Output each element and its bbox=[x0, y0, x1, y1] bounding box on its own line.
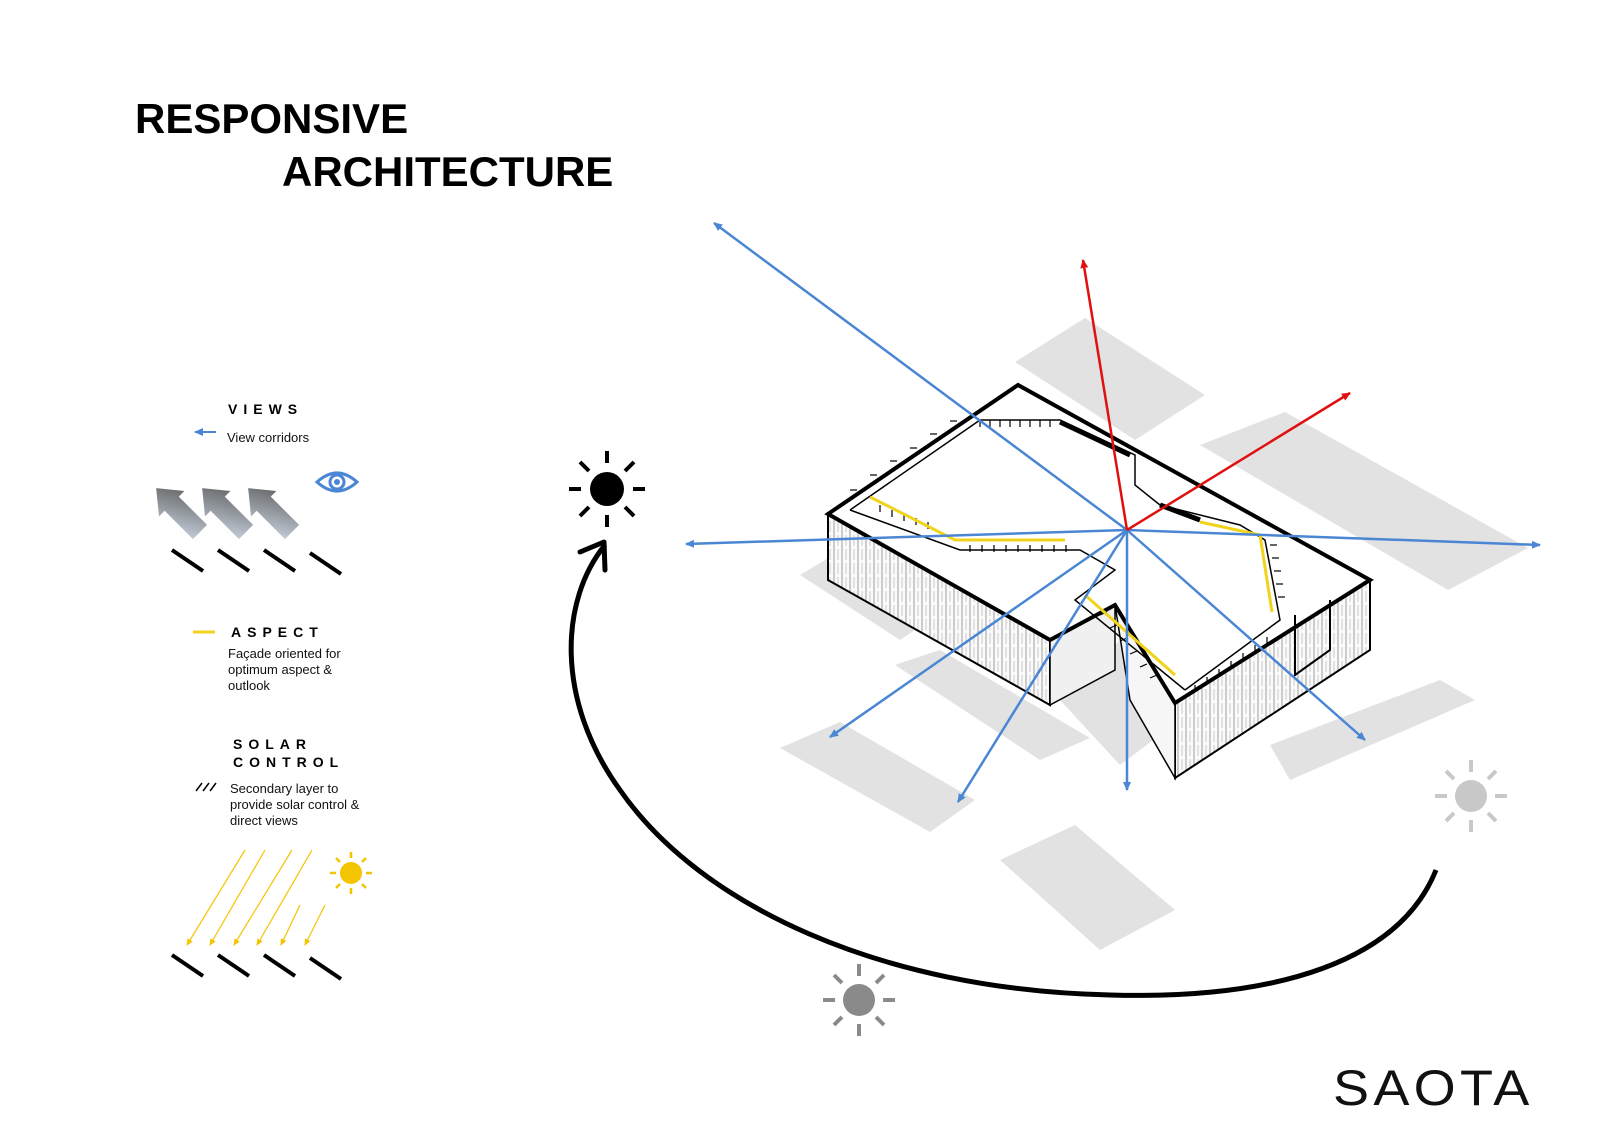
gradient-arrow-icon bbox=[156, 488, 208, 540]
shadow-block bbox=[1200, 412, 1528, 590]
gradient-arrow-icon bbox=[202, 488, 254, 540]
shadow-block bbox=[1270, 680, 1475, 780]
legend-views-description: View corridors bbox=[227, 430, 310, 445]
sun-ray bbox=[280, 904, 301, 946]
sun-path-arc bbox=[568, 539, 1439, 998]
sun-icon bbox=[330, 852, 372, 894]
sun-ray bbox=[209, 849, 266, 946]
red-arrows bbox=[1080, 259, 1351, 532]
title-line-1: RESPONSIVE bbox=[135, 95, 409, 142]
legend-solar-hatch-icon bbox=[195, 782, 217, 792]
saota-logo: SAOTA bbox=[1333, 1060, 1534, 1116]
title-line-2: ARCHITECTURE bbox=[282, 148, 614, 195]
sun-icon-black bbox=[569, 451, 645, 527]
sun-ray bbox=[304, 904, 326, 946]
view-arrow bbox=[829, 528, 1128, 739]
legend-views-heading: VIEWS bbox=[228, 401, 304, 417]
gradient-arrow-icon bbox=[248, 488, 300, 540]
view-arrow bbox=[685, 528, 1128, 548]
view-corridor-arrows bbox=[685, 221, 1541, 803]
sun-ray bbox=[256, 849, 313, 946]
sun-ray bbox=[233, 849, 293, 946]
shadow-block bbox=[895, 650, 1090, 760]
shadow-block bbox=[780, 722, 975, 832]
view-arrow bbox=[713, 221, 1128, 532]
red-arrow bbox=[1126, 391, 1351, 532]
red-arrow bbox=[1080, 259, 1129, 531]
sun-icon-light-grey bbox=[1435, 760, 1507, 832]
view-arrow bbox=[1126, 528, 1541, 549]
view-arrow bbox=[956, 529, 1129, 803]
views-illustration bbox=[156, 488, 343, 576]
view-arrow bbox=[1126, 529, 1366, 741]
eye-icon bbox=[314, 471, 360, 493]
sun-ray bbox=[186, 849, 246, 946]
sun-icon-dark-grey bbox=[823, 964, 895, 1036]
shadow-block bbox=[1015, 318, 1205, 440]
legend-solar-heading-line-1: SOLAR bbox=[233, 736, 312, 752]
legend-solar-heading-line-2: CONTROL bbox=[233, 754, 345, 770]
solar-control-illustration bbox=[170, 849, 372, 981]
shadow-block bbox=[1000, 825, 1175, 950]
legend-solar-description: Secondary layer to provide solar control… bbox=[230, 781, 360, 828]
legend-aspect-heading: ASPECT bbox=[231, 624, 324, 640]
legend-aspect-description: Façade oriented for optimum aspect & out… bbox=[228, 646, 341, 693]
